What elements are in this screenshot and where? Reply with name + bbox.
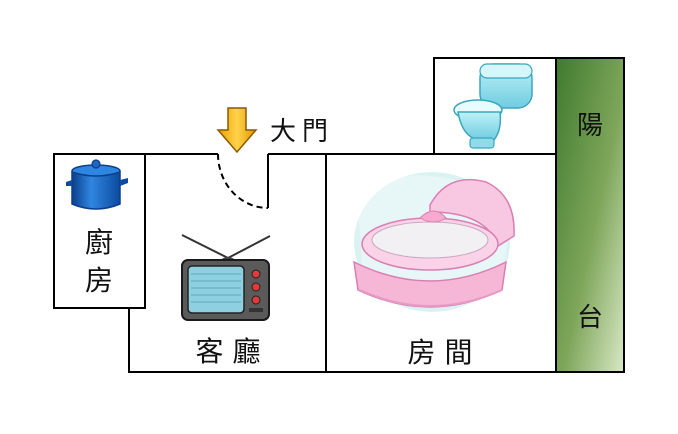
bathroom-walls [433, 57, 556, 154]
balcony-label-top: 陽 [577, 111, 603, 141]
baby-cradle-icon [353, 172, 515, 312]
kitchen-room [53, 153, 146, 309]
cooking-pot-icon [66, 159, 128, 210]
entrance-door [217, 153, 269, 209]
television-icon [181, 234, 271, 321]
bedroom-label: 房 間 [408, 336, 473, 369]
down-arrow-icon [216, 107, 258, 154]
balcony: 陽 台 [555, 57, 625, 373]
living-room-label: 客 廳 [196, 335, 261, 368]
balcony-label-bottom: 台 [577, 303, 603, 333]
kitchen-label-top: 廚 [85, 226, 113, 259]
toilet-icon [453, 63, 533, 149]
bedroom-walls [326, 153, 556, 373]
entrance-label: 大門 [270, 117, 334, 147]
walls [53, 57, 556, 373]
kitchen-label-bottom: 房 [85, 264, 113, 297]
